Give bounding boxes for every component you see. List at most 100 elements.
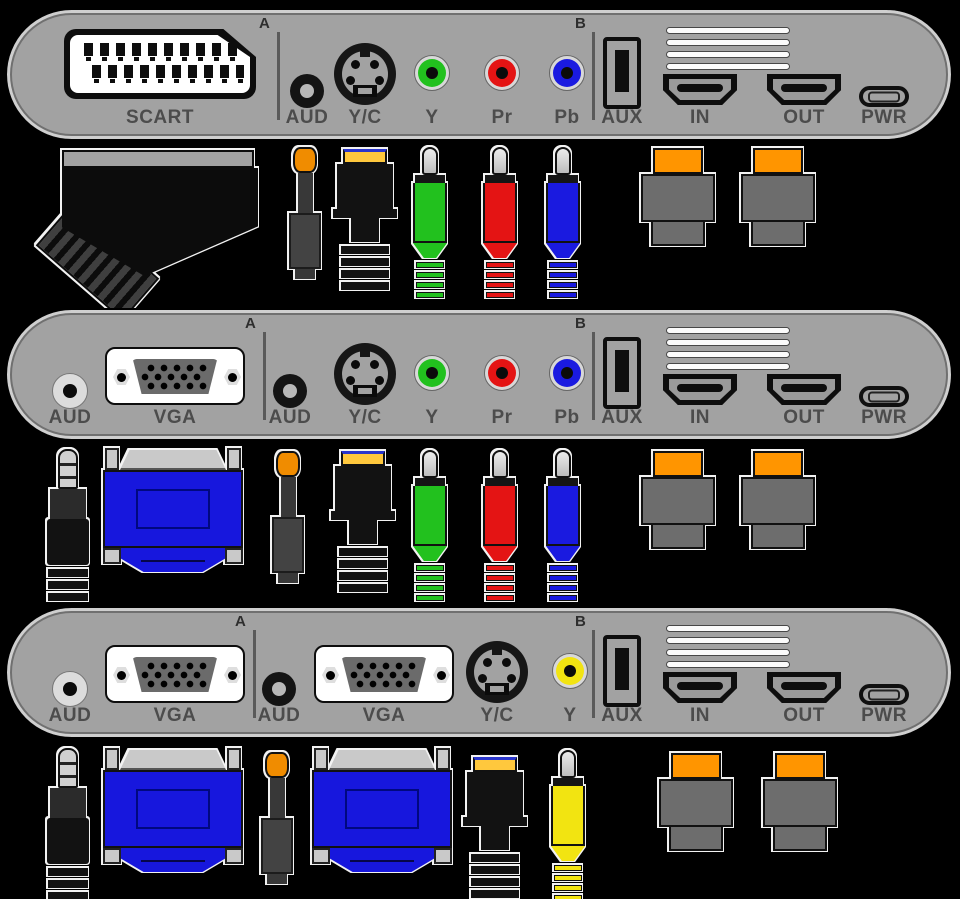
vga-thumbscrew (103, 848, 121, 864)
vga-plug-shell (312, 748, 452, 770)
vga-plug-screw-post (105, 748, 119, 770)
vga-plug-seam (141, 860, 205, 862)
vent-slot (666, 63, 790, 70)
vent-slot (666, 625, 790, 632)
s-video-notch (353, 385, 377, 397)
audio-jack-port (273, 374, 307, 408)
audio-plug-body (272, 517, 304, 573)
vent-grille (666, 625, 790, 673)
rca-ring (416, 575, 444, 581)
section-a-divider (277, 32, 280, 120)
hdmi-plug-boot (751, 525, 805, 549)
audio-plug-black (47, 748, 89, 899)
scart-pins-top (84, 43, 244, 56)
audio-plug-collar (265, 752, 289, 778)
s-video-plug (463, 757, 527, 898)
hdmi-in-label: IN (690, 407, 710, 428)
vga-plug-bottom (103, 548, 243, 572)
rca-ring (554, 865, 582, 871)
aux-label: AUX (601, 107, 643, 128)
s-video-strain-bar (341, 258, 389, 266)
s-video-plug-tip (343, 149, 387, 164)
rca-ring (549, 272, 577, 278)
rca-plug-red (483, 450, 517, 601)
vga-plug-screw-post (314, 748, 328, 770)
vga-plug-metal (120, 450, 226, 470)
rca-body (413, 183, 447, 243)
audio-plug-neck (50, 788, 86, 818)
vga-screw-hole (224, 667, 241, 683)
component-pb-port (549, 55, 585, 91)
s-video-plug-neck (349, 520, 377, 544)
s-video-key-tab (360, 50, 370, 57)
vga-plug-inset (345, 789, 419, 829)
audio-plug-neck (50, 489, 86, 519)
audio-jack-port (290, 74, 324, 108)
y-label: Y (425, 407, 439, 428)
s-video-strain-bar (341, 270, 389, 278)
vga-port (314, 645, 454, 703)
vga-screw-hole (224, 369, 241, 385)
pb-label: Pb (554, 107, 580, 128)
s-video-plug-body (335, 466, 391, 511)
rca-pin (555, 147, 571, 175)
rca-pin (422, 147, 438, 175)
section-b-divider (592, 32, 595, 120)
hdmi-plug-connector (775, 753, 825, 779)
rca-ring (416, 585, 444, 591)
s-video-pin (351, 360, 360, 369)
hdmi-plug-body (641, 477, 715, 525)
pb-label: Pb (554, 407, 580, 428)
rca-ring (416, 565, 444, 571)
vga-screw-hole (322, 667, 339, 683)
vga-port (105, 347, 245, 405)
rca-taper (483, 243, 517, 258)
audio-plug-shaft (280, 477, 296, 517)
usb-c-power-port (859, 684, 909, 705)
rca-pin (492, 450, 508, 478)
s-video-pin (370, 60, 379, 69)
component-pr-port (484, 355, 520, 391)
s-video-pin (346, 376, 355, 385)
hdmi-plug-boot (669, 827, 723, 851)
s-video-notch (485, 683, 509, 695)
audio-plug-collar (293, 147, 317, 173)
audio-plug-body (261, 818, 293, 874)
rca-ring (416, 292, 444, 298)
rca-taper (413, 546, 447, 561)
hdmi-plug-body (659, 779, 733, 827)
pr-label: Pr (491, 407, 513, 428)
rca-ring (486, 585, 514, 591)
audio-plug-tip (58, 449, 78, 489)
s-video-pin (502, 658, 511, 667)
s-video-key-tab (360, 350, 370, 357)
hdmi-in-port (663, 74, 737, 105)
rca-pin (492, 147, 508, 175)
hdmi-in-port (663, 374, 737, 405)
s-video-plug-collar (463, 817, 527, 826)
usb-aux-port (603, 337, 641, 409)
hdmi-out-label: OUT (783, 705, 825, 726)
audio-plug-body (47, 519, 89, 565)
vga-plug-metal (329, 750, 435, 770)
vga-thumbscrew (312, 848, 330, 864)
vga-plug-shell (103, 448, 243, 470)
audio-plug-orange (261, 752, 293, 884)
vga-plug (103, 748, 243, 872)
aux-label: AUX (601, 407, 643, 428)
s-video-notch (353, 85, 377, 97)
rca-ring (549, 575, 577, 581)
hdmi-plug-boot (751, 222, 805, 246)
rca-ring (549, 585, 577, 591)
s-video-strain-bar (339, 548, 387, 556)
hdmi-plug-body (741, 477, 815, 525)
hdmi-plug-body (741, 174, 815, 222)
hdmi-plug-connector (753, 451, 803, 477)
vga-plug-seam (141, 560, 205, 562)
hdmi-plug (641, 451, 715, 549)
rca-collar (485, 175, 515, 183)
vga-thumbscrew (434, 848, 452, 864)
vent-grille (666, 327, 790, 375)
vga-plug-screw-post (227, 448, 241, 470)
hdmi-plug-body (641, 174, 715, 222)
